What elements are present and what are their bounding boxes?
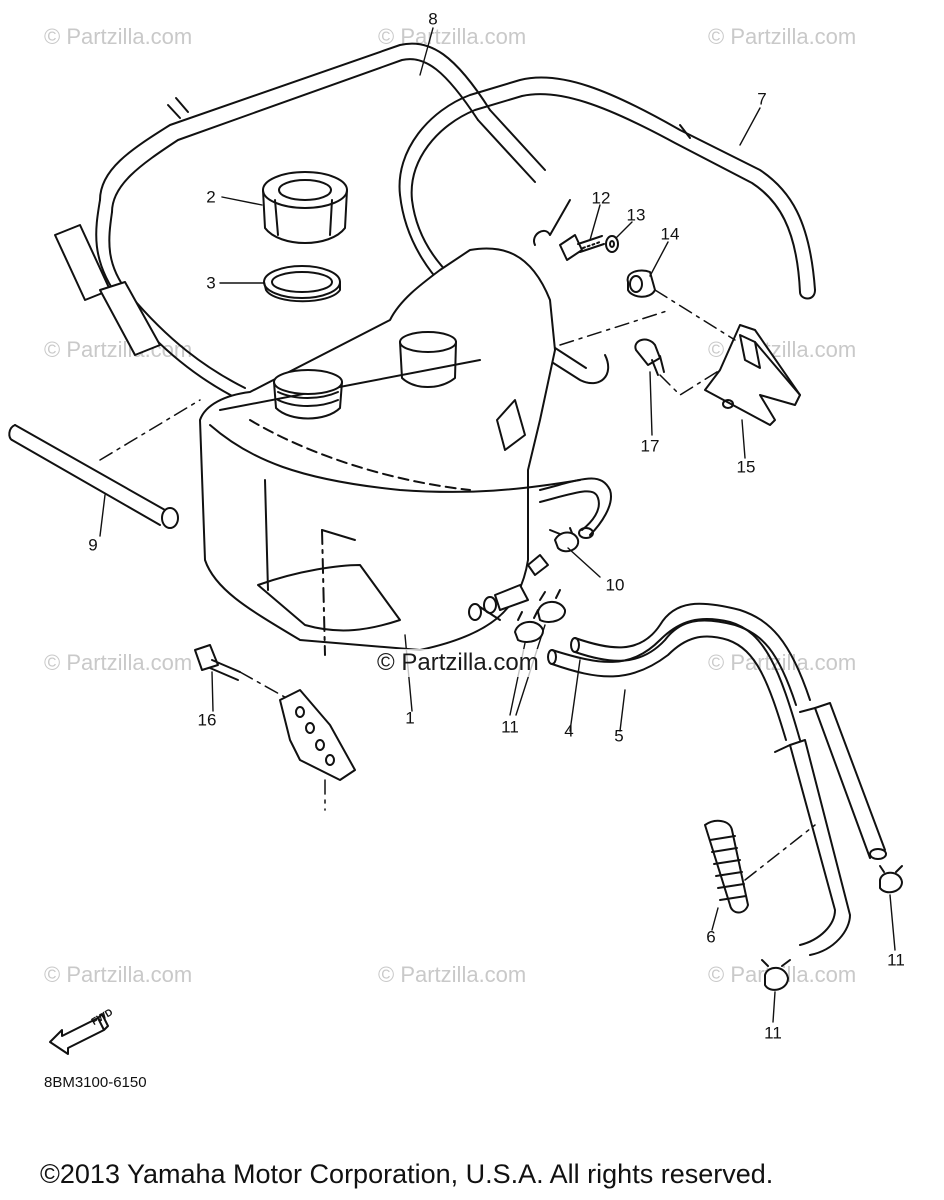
bolt-16	[194, 644, 241, 681]
bracket-15	[704, 324, 801, 426]
leader-lines	[99, 27, 896, 1023]
clamp-11-bottom	[761, 959, 791, 991]
hose-4-lower	[799, 702, 887, 860]
callout-11: 11	[764, 1023, 782, 1043]
callout-12: 12	[591, 188, 611, 208]
clamps-11-tank	[514, 589, 566, 643]
callout-15: 15	[736, 457, 756, 477]
callout-11: 11	[887, 950, 905, 970]
protector-6	[704, 819, 749, 914]
callout-9: 9	[88, 535, 98, 555]
callout-4: 4	[564, 721, 574, 741]
tank-fittings	[468, 554, 549, 621]
washer-13	[605, 235, 619, 253]
watermark: © Partzilla.com	[708, 24, 857, 49]
callout-8: 8	[428, 9, 438, 29]
clamp-10	[549, 527, 580, 553]
bolt-17	[634, 338, 665, 376]
frame-bracket	[279, 689, 356, 781]
watermark: © Partzilla.com	[44, 24, 193, 49]
callout-10: 10	[605, 575, 625, 595]
gasket-3	[263, 265, 341, 303]
hose-5-lower	[774, 739, 851, 956]
callout-14: 14	[660, 224, 680, 244]
diagram-code: 8BM3100-6150	[44, 1074, 147, 1091]
callout-5: 5	[614, 726, 624, 746]
pipe-9	[8, 424, 179, 529]
bolt-12	[559, 234, 605, 261]
callout-2: 2	[206, 187, 216, 207]
oil-tank-1	[199, 247, 581, 656]
callout-11: 11	[501, 717, 519, 737]
watermark-center: © Partzilla.com	[375, 649, 541, 677]
watermark: © Partzilla.com	[44, 962, 193, 987]
alignment-lines	[99, 289, 816, 881]
copyright-text: ©2013 Yamaha Motor Corporation, U.S.A. A…	[40, 1159, 774, 1189]
callout-1: 1	[405, 708, 415, 728]
fwd-arrow-icon	[49, 1013, 109, 1055]
watermark: © Partzilla.com	[378, 962, 527, 987]
watermark: © Partzilla.com	[44, 650, 193, 675]
tank-outlet	[539, 477, 612, 539]
hose-8	[54, 42, 546, 401]
clamp-11-right	[879, 865, 903, 894]
filler-cap-2	[262, 171, 348, 244]
callout-13: 13	[626, 205, 646, 225]
callout-17: 17	[640, 436, 660, 456]
callout-16: 16	[197, 710, 217, 730]
hose-5	[547, 618, 801, 741]
callout-3: 3	[206, 273, 216, 293]
fwd-indicator: FWD	[36, 1000, 146, 1060]
hose-4	[570, 602, 811, 706]
callout-6: 6	[706, 927, 716, 947]
callout-7: 7	[757, 89, 767, 109]
